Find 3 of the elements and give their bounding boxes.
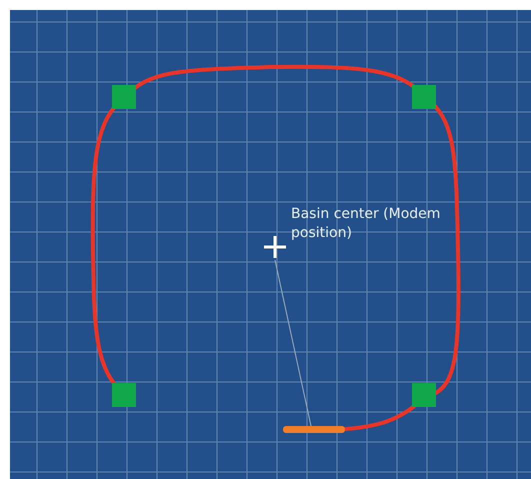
annotation-text: Basin center (Modem position)	[291, 205, 442, 243]
vehicle-marker	[283, 426, 345, 433]
connector-line	[274, 260, 312, 426]
